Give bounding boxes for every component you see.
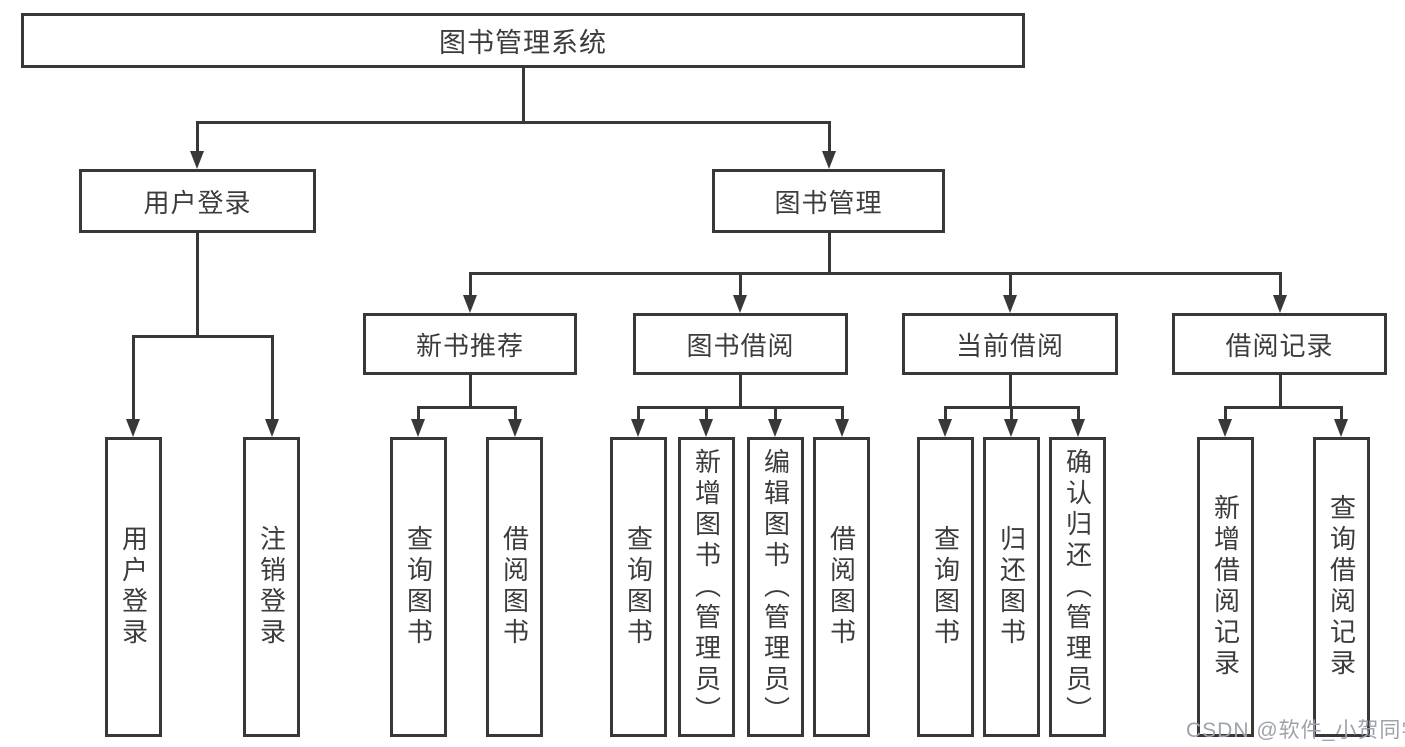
- connector-line: [131, 336, 135, 423]
- node-label: 查询图书: [623, 525, 654, 649]
- node-label: 图书管理系统: [439, 28, 607, 58]
- node-borrow-book-newrec: 借阅图书: [486, 437, 543, 737]
- node-book-mgmt-group: 图书管理: [712, 169, 945, 233]
- connector-line: [738, 273, 742, 299]
- arrowhead-icon: [733, 295, 747, 313]
- connector-line: [738, 375, 742, 407]
- connector-line: [468, 273, 472, 299]
- connector-line: [1076, 407, 1080, 423]
- node-label: 用户登录: [143, 187, 252, 218]
- connector-line: [773, 407, 777, 423]
- connector-line: [1009, 407, 1013, 423]
- connector-line: [827, 233, 831, 273]
- node-label: 借阅记录: [1225, 330, 1334, 361]
- csdn-watermark: CSDN @软件_小贺同学: [1186, 719, 1405, 742]
- connector-line: [636, 407, 640, 423]
- connector-line: [1339, 407, 1343, 423]
- connector-line: [827, 122, 831, 155]
- node-new-book-rec: 新书推荐: [363, 313, 577, 375]
- arrowhead-icon: [1004, 419, 1018, 437]
- node-query-borrow-record: 查询借阅记录: [1313, 437, 1370, 737]
- arrowhead-icon: [190, 151, 204, 169]
- connector-line: [1008, 273, 1012, 299]
- arrowhead-icon: [508, 419, 522, 437]
- connector-line: [1223, 405, 1343, 409]
- node-label: 图书借阅: [686, 330, 795, 361]
- arrowhead-icon: [822, 151, 836, 169]
- arrowhead-icon: [411, 419, 425, 437]
- connector-line: [195, 122, 199, 155]
- node-label: 图书管理: [774, 187, 883, 218]
- arrowhead-icon: [1334, 419, 1348, 437]
- node-label: 当前借阅: [955, 330, 1064, 361]
- connector-line: [636, 405, 844, 409]
- node-root: 图书管理系统: [21, 13, 1025, 68]
- connector-line: [704, 407, 708, 423]
- node-label: 注销登录: [256, 525, 287, 649]
- node-label: 新增借阅记录: [1210, 494, 1241, 680]
- connector-line: [416, 405, 517, 409]
- connector-line: [195, 233, 199, 336]
- connector-line: [840, 407, 844, 423]
- connector-line: [943, 407, 947, 423]
- node-edit-book-admin: 编辑图书（管理员）: [747, 437, 804, 737]
- connector-line: [1278, 375, 1282, 407]
- arrowhead-icon: [126, 419, 140, 437]
- connector-line: [1278, 273, 1282, 299]
- arrowhead-icon: [265, 419, 279, 437]
- node-current-borrow: 当前借阅: [902, 313, 1118, 375]
- arrowhead-icon: [631, 419, 645, 437]
- node-label: 查询借阅记录: [1326, 494, 1357, 680]
- arrowhead-icon: [1003, 295, 1017, 313]
- arrowhead-icon: [938, 419, 952, 437]
- arrowhead-icon: [1218, 419, 1232, 437]
- node-label: 新增图书（管理员）: [691, 447, 722, 727]
- connector-line: [1223, 407, 1227, 423]
- node-logout: 注销登录: [243, 437, 300, 737]
- node-label: 查询图书: [403, 525, 434, 649]
- connector-line: [1008, 375, 1012, 407]
- node-return-book: 归还图书: [983, 437, 1040, 737]
- arrowhead-icon: [1071, 419, 1085, 437]
- node-label: 确认归还（管理员）: [1062, 447, 1093, 727]
- connector-line: [513, 407, 517, 423]
- node-query-book-borrow: 查询图书: [610, 437, 667, 737]
- arrowhead-icon: [1273, 295, 1287, 313]
- node-add-book-admin: 新增图书（管理员）: [678, 437, 735, 737]
- connector-line: [468, 271, 1282, 275]
- node-user-login-group: 用户登录: [79, 169, 316, 233]
- connector-line: [131, 334, 274, 338]
- arrowhead-icon: [768, 419, 782, 437]
- node-user-login: 用户登录: [105, 437, 162, 737]
- node-add-borrow-record: 新增借阅记录: [1197, 437, 1254, 737]
- node-label: 借阅图书: [826, 525, 857, 649]
- connector-line: [521, 68, 525, 122]
- connector-line: [468, 375, 472, 407]
- connector-line: [416, 407, 420, 423]
- node-label: 用户登录: [118, 525, 149, 649]
- arrowhead-icon: [699, 419, 713, 437]
- connector-line: [270, 336, 274, 423]
- node-query-book-current: 查询图书: [917, 437, 974, 737]
- connector-line: [195, 120, 831, 124]
- node-label: 查询图书: [930, 525, 961, 649]
- node-label: 编辑图书（管理员）: [760, 447, 791, 727]
- arrowhead-icon: [835, 419, 849, 437]
- node-label: 借阅图书: [499, 525, 530, 649]
- node-borrow-record: 借阅记录: [1172, 313, 1387, 375]
- node-label: 新书推荐: [415, 330, 524, 361]
- node-book-borrow: 图书借阅: [633, 313, 848, 375]
- arrowhead-icon: [463, 295, 477, 313]
- node-query-book-newrec: 查询图书: [390, 437, 447, 737]
- node-borrow-book: 借阅图书: [813, 437, 870, 737]
- node-confirm-return-admin: 确认归还（管理员）: [1049, 437, 1106, 737]
- node-label: 归还图书: [996, 525, 1027, 649]
